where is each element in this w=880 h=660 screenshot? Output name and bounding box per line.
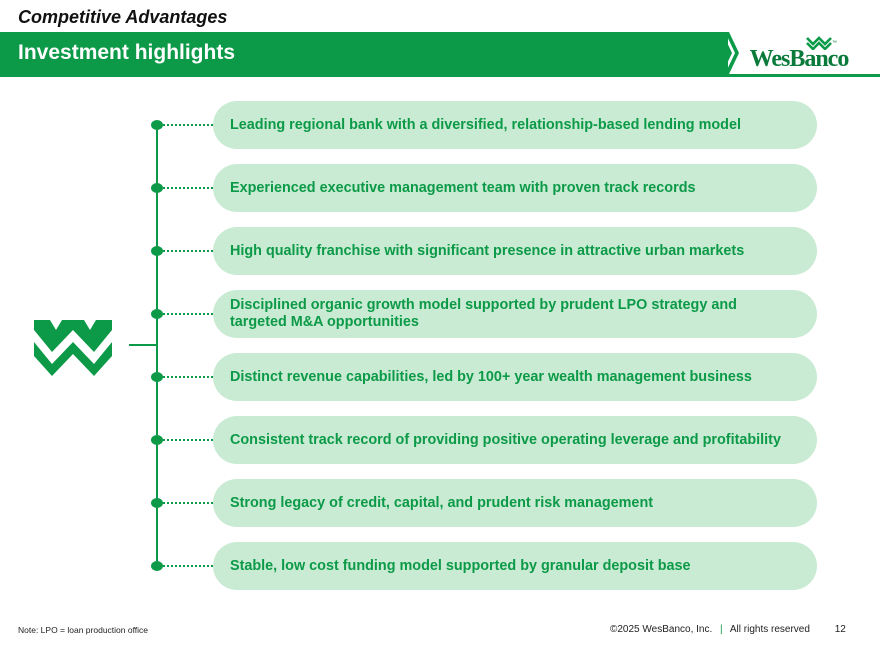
dotted-leader [163,250,213,252]
highlight-pill: Leading regional bank with a diversified… [213,101,817,149]
tree-connector [129,344,157,346]
bullet-dot [151,498,163,508]
highlight-pill: Disciplined organic growth model support… [213,290,817,338]
bullet-dot [151,183,163,193]
highlight-item: Leading regional bank with a diversified… [150,101,817,149]
dotted-leader [163,439,213,441]
section-title: Competitive Advantages [18,7,228,27]
bullet-dot [151,435,163,445]
footnote: Note: LPO = loan production office [18,625,149,635]
bullet-dot [151,120,163,130]
logo-text: WesBanco [749,46,850,72]
title-banner: Investment highlights [0,32,728,74]
dotted-leader [163,187,213,189]
highlight-pill: Consistent track record of providing pos… [213,416,817,464]
highlight-text: Stable, low cost funding model supported… [230,557,691,574]
wesbanco-mark-icon [34,320,112,376]
footer: ©2025 WesBanco, Inc. | All rights reserv… [610,624,846,635]
highlight-pill: Experienced executive management team wi… [213,164,817,212]
bullet-dot [151,309,163,319]
highlight-item: Strong legacy of credit, capital, and pr… [150,479,817,527]
wesbanco-logo: ™ WesBanco [746,36,852,74]
bullet-dot [151,246,163,256]
rights-text: All rights reserved [729,624,810,635]
dotted-leader [163,313,213,315]
highlight-item: Disciplined organic growth model support… [150,290,817,338]
highlight-text: Strong legacy of credit, capital, and pr… [230,494,654,511]
highlight-pill: Strong legacy of credit, capital, and pr… [213,479,817,527]
highlight-text: Consistent track record of providing pos… [230,431,781,448]
dotted-leader [163,376,213,378]
footer-separator: | [720,624,723,635]
page-title: Investment highlights [18,41,236,64]
highlight-text: Disciplined organic growth model support… [230,297,737,330]
bullet-dot [151,372,163,382]
logo-trademark: ™ [832,40,837,46]
highlight-item: High quality franchise with significant … [150,227,817,275]
dotted-leader [163,124,213,126]
highlight-text: Leading regional bank with a diversified… [230,116,741,133]
highlight-item: Consistent track record of providing pos… [150,416,817,464]
dotted-leader [163,565,213,567]
highlight-pill: Distinct revenue capabilities, led by 10… [213,353,817,401]
copyright: ©2025 WesBanco, Inc. [610,624,713,635]
highlight-item: Experienced executive management team wi… [150,164,817,212]
highlight-text: Experienced executive management team wi… [230,179,696,196]
highlight-pill: High quality franchise with significant … [213,227,817,275]
dotted-leader [163,502,213,504]
wesbanco-mark-icon [806,36,832,50]
bullet-dot [151,561,163,571]
tree-trunk [156,125,158,566]
highlight-item: Stable, low cost funding model supported… [150,542,817,590]
highlight-text: Distinct revenue capabilities, led by 10… [230,368,752,385]
page-number: 12 [834,624,846,635]
header-divider [0,74,880,77]
highlight-item: Distinct revenue capabilities, led by 10… [150,353,817,401]
chevron-right-icon [716,32,739,74]
highlight-pill: Stable, low cost funding model supported… [213,542,817,590]
highlight-text: High quality franchise with significant … [230,242,745,259]
